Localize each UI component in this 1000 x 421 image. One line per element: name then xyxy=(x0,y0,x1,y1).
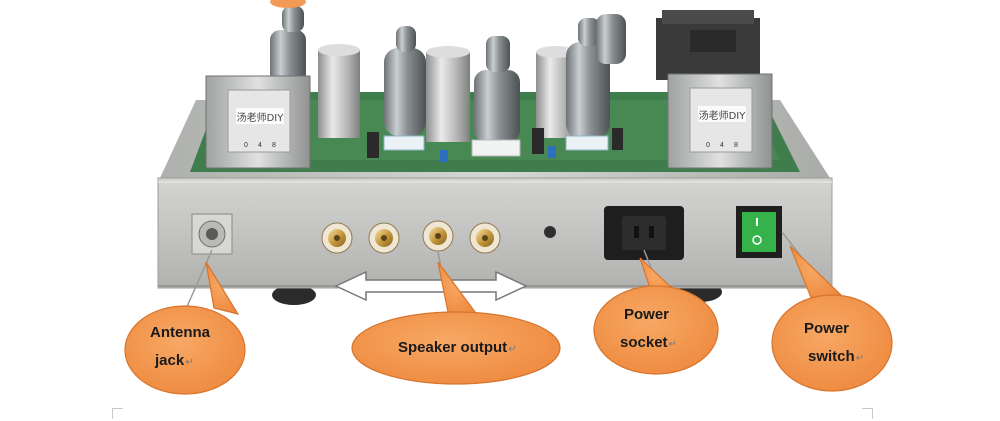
output-transformer-left xyxy=(205,75,311,169)
capacitor xyxy=(532,128,544,154)
speaker-terminal xyxy=(368,222,400,254)
svg-text:0: 0 xyxy=(706,142,710,149)
callout-antenna-label: jack xyxy=(155,352,185,369)
speaker-terminal xyxy=(422,220,454,252)
can-capacitor xyxy=(426,46,470,142)
callout-antenna-label: Antenna xyxy=(150,324,210,341)
power-socket xyxy=(604,206,684,260)
paragraph-mark-icon: ↵ xyxy=(855,353,865,364)
page-corner-mark xyxy=(862,408,873,419)
callout-switch-line1: Power xyxy=(804,320,849,337)
callout-switch-label: Power xyxy=(804,320,850,337)
callout-socket-line1: Power xyxy=(624,306,669,323)
callout-socket xyxy=(593,257,719,375)
antenna-jack xyxy=(191,213,233,255)
paragraph-mark-icon: ↵ xyxy=(185,357,194,368)
callout-speaker-text: Speaker output↵ xyxy=(398,339,517,356)
callout-socket-line2: socket↵ xyxy=(620,334,677,351)
transformer-label: 汤老师DIY xyxy=(699,109,747,122)
vacuum-tube xyxy=(383,26,426,151)
panel-hole xyxy=(544,226,556,238)
paragraph-mark-icon: ↵ xyxy=(508,344,517,355)
callout-switch xyxy=(771,245,893,392)
svg-text:8: 8 xyxy=(734,142,738,149)
callout-switch-line2: switch↵ xyxy=(808,348,864,365)
paragraph-mark-icon: ↵ xyxy=(668,339,677,350)
callout-socket-label: socket xyxy=(620,334,668,351)
svg-text:4: 4 xyxy=(258,142,262,149)
vacuum-tube xyxy=(565,18,610,151)
output-transformer-right xyxy=(667,73,773,169)
svg-text:4: 4 xyxy=(720,142,724,149)
callout-speaker-label: Speaker output xyxy=(398,339,508,356)
capacitor xyxy=(367,132,379,158)
speaker-terminal xyxy=(321,222,353,254)
power-transformer xyxy=(656,10,760,80)
vacuum-tube xyxy=(270,0,306,86)
vacuum-tube xyxy=(471,36,521,157)
rubber-foot xyxy=(272,285,316,305)
svg-text:0: 0 xyxy=(244,142,248,149)
callout-antenna-line1: Antenna xyxy=(150,324,210,341)
capacitor xyxy=(612,128,623,150)
callout-antenna xyxy=(124,261,246,395)
callout-speaker xyxy=(351,261,561,385)
page-corner-mark xyxy=(112,408,123,419)
callout-switch-label: switch xyxy=(808,348,855,365)
transformer-label: 汤老师DIY xyxy=(237,111,285,124)
double-arrow-icon xyxy=(334,270,528,302)
vacuum-tube xyxy=(596,14,626,64)
callout-socket-label: Power xyxy=(624,306,670,323)
svg-text:8: 8 xyxy=(272,142,276,149)
speaker-terminal xyxy=(469,222,501,254)
power-switch xyxy=(736,206,782,258)
can-capacitor xyxy=(318,44,360,138)
callout-antenna-line2: jack↵ xyxy=(155,352,194,369)
